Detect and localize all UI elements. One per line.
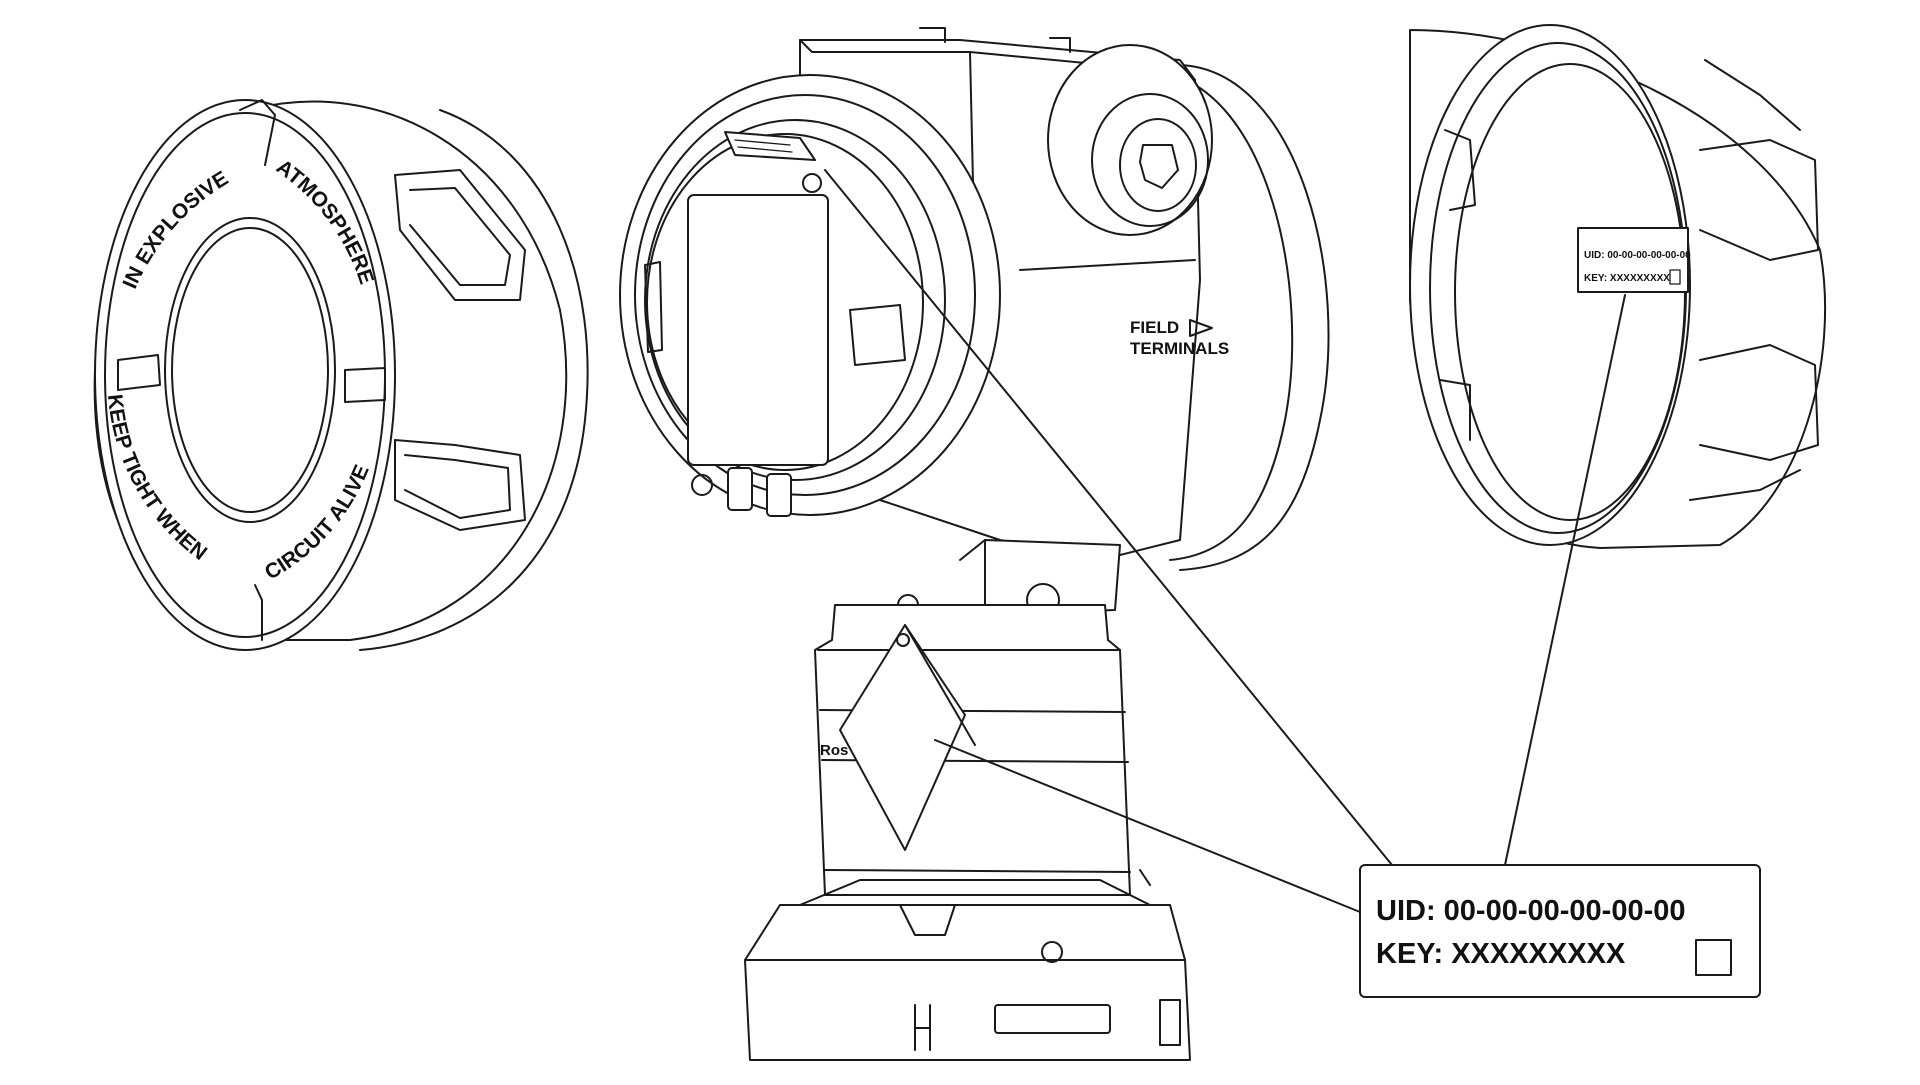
- sensor-brand-text: Ros: [820, 742, 848, 759]
- callout-checkbox: [1695, 939, 1732, 976]
- field-label-line2: TERMINALS: [1130, 339, 1229, 358]
- cap-label-key: KEY: XXXXXXXXX: [1584, 273, 1670, 284]
- lcd-display: [687, 194, 829, 466]
- display-button-left: [727, 467, 753, 511]
- cap-label-checkbox: [1669, 269, 1681, 285]
- field-label-line1: FIELD: [1130, 318, 1179, 337]
- uid-key-callout: UID: 00-00-00-00-00-00 KEY: XXXXXXXXX: [1359, 864, 1761, 998]
- right-housing-cover: UID: 00-00-00-00-00-00 KEY: XXXXXXXXX: [1409, 24, 1827, 549]
- display-button-right: [766, 473, 792, 517]
- leader-lines: [824, 169, 1626, 913]
- transmitter-housing: FIELD TERMINALS Ros: [619, 27, 1330, 1061]
- callout-key-text: KEY: XXXXXXXXX: [1376, 938, 1626, 970]
- cap-label-uid: UID: 00-00-00-00-00-00: [1584, 250, 1691, 261]
- hanging-tag: [839, 624, 966, 851]
- left-housing-cover: IN EXPLOSIVE ATMOSPHERE KEEP TIGHT WHEN …: [93, 99, 589, 651]
- field-terminals-arrow-icon: [1189, 319, 1213, 337]
- callout-uid-text: UID: 00-00-00-00-00-00: [1376, 895, 1685, 927]
